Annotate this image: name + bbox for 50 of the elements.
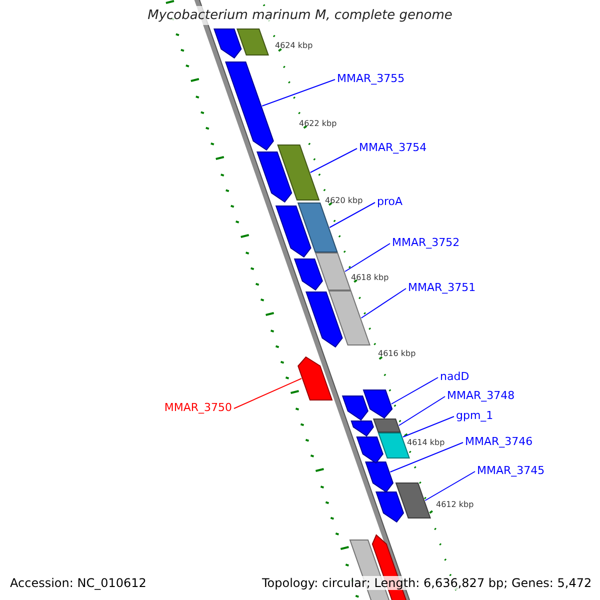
gene-label: MMAR_3754 bbox=[359, 142, 427, 153]
gene-label: MMAR_3755 bbox=[337, 73, 405, 84]
gene-label: MMAR_3752 bbox=[392, 237, 460, 248]
scale-label: 4616 kbp bbox=[378, 350, 416, 358]
leader-line bbox=[398, 396, 446, 426]
gene-feature bbox=[365, 462, 394, 493]
gene-feature bbox=[314, 252, 352, 290]
gene-label: MMAR_3746 bbox=[465, 436, 533, 447]
leader-line bbox=[402, 416, 454, 438]
scale-label: 4614 kbp bbox=[407, 439, 445, 447]
gene-feature bbox=[225, 62, 274, 151]
gene-feature bbox=[214, 28, 242, 59]
gene-feature bbox=[294, 258, 323, 291]
gene-feature bbox=[376, 492, 404, 523]
gene-label: MMAR_3745 bbox=[477, 465, 545, 476]
leader-line bbox=[390, 377, 438, 404]
gene-label: nadD bbox=[440, 371, 470, 382]
gene-feature bbox=[362, 390, 393, 419]
leader-line bbox=[344, 243, 390, 272]
gene-feature bbox=[256, 152, 292, 203]
scale-label: 4620 kbp bbox=[325, 197, 363, 205]
leader-line bbox=[390, 442, 464, 472]
gene-feature bbox=[275, 206, 312, 258]
gene-label: MMAR_3751 bbox=[408, 282, 476, 293]
gene-feature bbox=[356, 436, 384, 464]
gene-feature bbox=[236, 28, 269, 56]
gene-feature bbox=[277, 144, 320, 200]
gene-label: MMAR_3750 bbox=[164, 402, 232, 413]
gene-feature bbox=[342, 396, 368, 421]
gene-feature bbox=[297, 202, 338, 252]
leader-line bbox=[262, 79, 336, 106]
gene-feature bbox=[306, 292, 343, 348]
footer-text: Topology: circular; Length: 6,636,827 bp; Genes: 5,472 bbox=[262, 576, 592, 590]
leader-line bbox=[234, 378, 302, 409]
scale-label: 4624 kbp bbox=[275, 42, 313, 50]
scale-label: 4618 kbp bbox=[351, 274, 389, 282]
gene-feature bbox=[328, 290, 370, 346]
gene-label: gpm_1 bbox=[456, 410, 494, 421]
gene-label: MMAR_3748 bbox=[447, 390, 515, 401]
gene-feature bbox=[350, 420, 374, 437]
scale-label: 4622 kbp bbox=[299, 120, 337, 128]
leader-line bbox=[424, 471, 476, 501]
gene-feature bbox=[298, 356, 333, 400]
footer-text: Accession: NC_010612 bbox=[10, 576, 146, 590]
gene-label: proA bbox=[377, 196, 403, 207]
leader-line bbox=[310, 148, 358, 173]
leader-line bbox=[329, 202, 376, 228]
scale-label: 4612 kbp bbox=[436, 501, 474, 509]
leader-line bbox=[360, 288, 406, 318]
gene-feature bbox=[395, 482, 431, 518]
